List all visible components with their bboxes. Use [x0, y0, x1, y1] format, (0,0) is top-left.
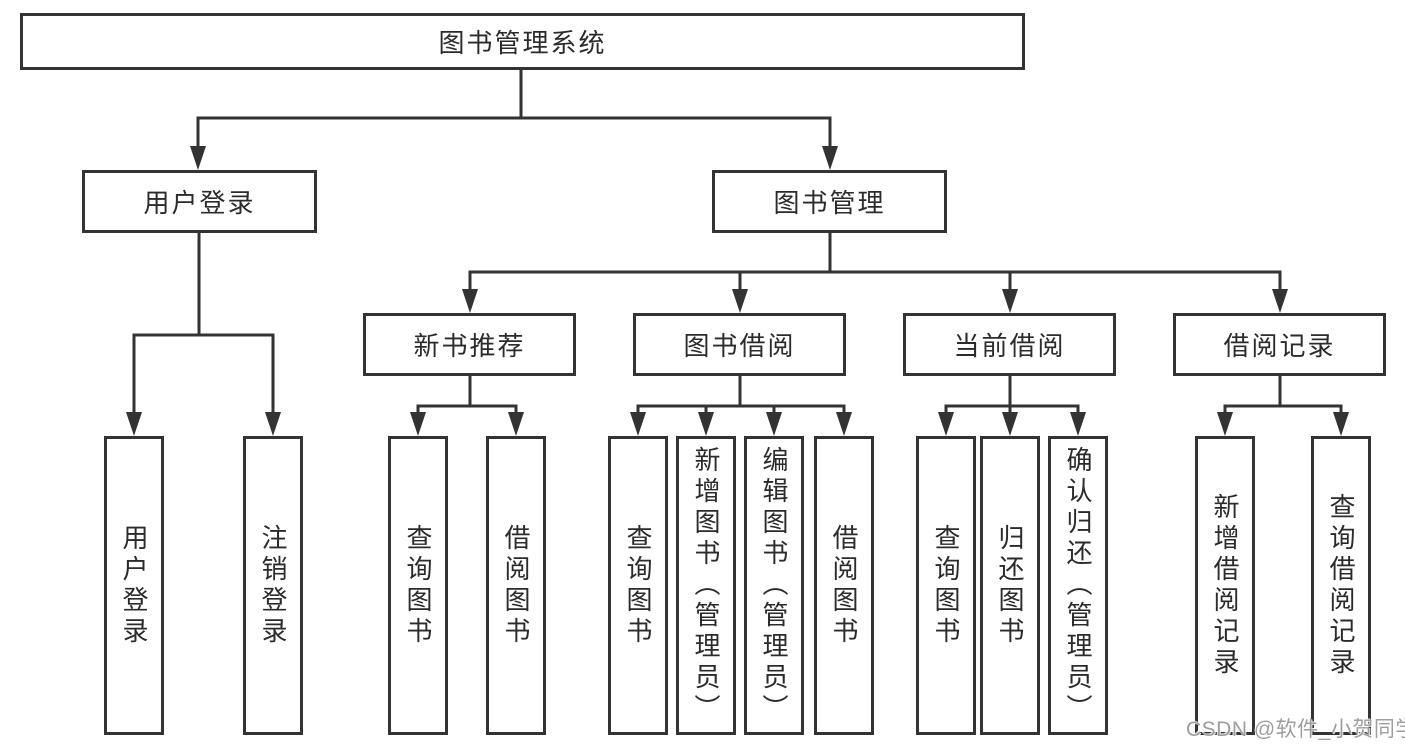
node-book-borrow: 图书借阅 [633, 313, 846, 376]
leaf-user-login: 用户登录 [104, 436, 164, 735]
leaf-add-borrow-record: 新增借阅记录 [1195, 436, 1255, 735]
leaf-query-book-borrow: 查询图书 [608, 436, 668, 735]
node-book-management: 图书管理 [712, 170, 947, 233]
node-user-login: 用户登录 [82, 170, 317, 233]
arrowheads [126, 146, 1349, 436]
leaf-edit-book-admin: 编辑图书（管理员） [744, 436, 804, 735]
leaf-confirm-return-admin: 确认归还（管理员） [1048, 436, 1108, 735]
leaf-logout: 注销登录 [243, 436, 303, 735]
leaf-borrow-book-recommend: 借阅图书 [486, 436, 546, 735]
node-new-book-recommend: 新书推荐 [363, 313, 576, 376]
leaf-return-book: 归还图书 [980, 436, 1040, 735]
node-borrow-record: 借阅记录 [1173, 313, 1386, 376]
leaf-borrow-book: 借阅图书 [814, 436, 874, 735]
node-library-system: 图书管理系统 [20, 13, 1025, 70]
leaf-query-book-recommend: 查询图书 [388, 436, 448, 735]
node-current-borrow: 当前借阅 [903, 313, 1116, 376]
watermark-text: CSDN @软件_小贺同学 [1186, 718, 1405, 741]
leaf-query-borrow-record: 查询借阅记录 [1311, 436, 1371, 735]
leaf-add-book-admin: 新增图书（管理员） [676, 436, 736, 735]
leaf-query-book-current: 查询图书 [916, 436, 976, 735]
